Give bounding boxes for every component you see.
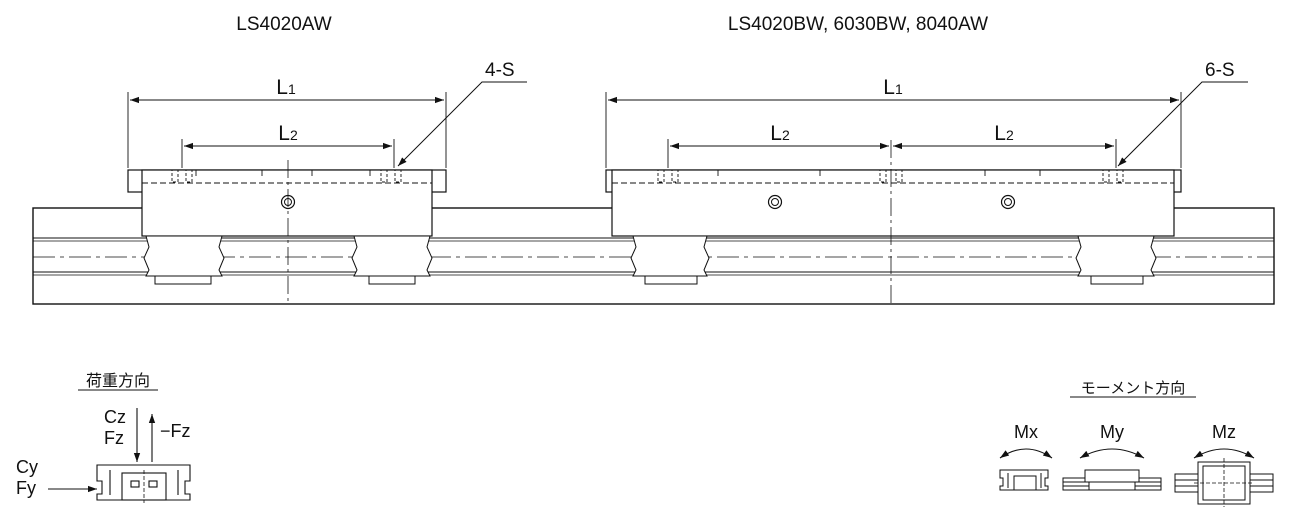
figure-my bbox=[1062, 469, 1162, 491]
arrow-mx bbox=[999, 448, 1053, 459]
arrow-my bbox=[1079, 448, 1145, 459]
title-left: LS4020AW bbox=[236, 14, 331, 35]
threaded-hole-marks-right bbox=[657, 169, 1124, 183]
label-cz: Cz bbox=[104, 407, 126, 427]
label-l1-left: L1 bbox=[276, 76, 296, 99]
dimension-lines-right bbox=[605, 92, 1182, 168]
load-direction-section-figure bbox=[96, 464, 191, 503]
leader-4s bbox=[397, 81, 527, 167]
threaded-hole-marks-left bbox=[171, 169, 402, 183]
dimension-lines-left bbox=[127, 92, 447, 168]
label-l2-right-b: L2 bbox=[994, 122, 1014, 145]
label-l2-left: L2 bbox=[278, 122, 298, 145]
label-l2-right-a: L2 bbox=[770, 122, 790, 145]
leader-6s bbox=[1117, 81, 1248, 167]
label-fz: Fz bbox=[104, 428, 124, 448]
label-cy: Cy bbox=[16, 457, 38, 477]
figure-mz bbox=[1174, 458, 1274, 507]
grease-nipples-right bbox=[767, 194, 1016, 210]
label-6s: 6-S bbox=[1205, 60, 1235, 81]
rollers-right bbox=[630, 235, 1157, 285]
label-mz: Mz bbox=[1212, 422, 1236, 442]
label-fy: Fy bbox=[16, 478, 36, 498]
figure-mx bbox=[999, 469, 1049, 491]
label-mx: Mx bbox=[1014, 422, 1038, 442]
rollers-left bbox=[143, 235, 433, 285]
label-4s: 4-S bbox=[485, 60, 515, 81]
moment-direction-title: モーメント方向 bbox=[1081, 380, 1185, 397]
arrow-mz bbox=[1193, 448, 1255, 459]
load-direction-title: 荷重方向 bbox=[86, 372, 150, 390]
title-right: LS4020BW, 6030BW, 8040AW bbox=[728, 14, 988, 35]
label-my: My bbox=[1100, 422, 1124, 442]
label-l1-right: L1 bbox=[883, 76, 903, 99]
label-neg-fz: −Fz bbox=[160, 421, 191, 441]
carriage-right bbox=[605, 169, 1182, 237]
